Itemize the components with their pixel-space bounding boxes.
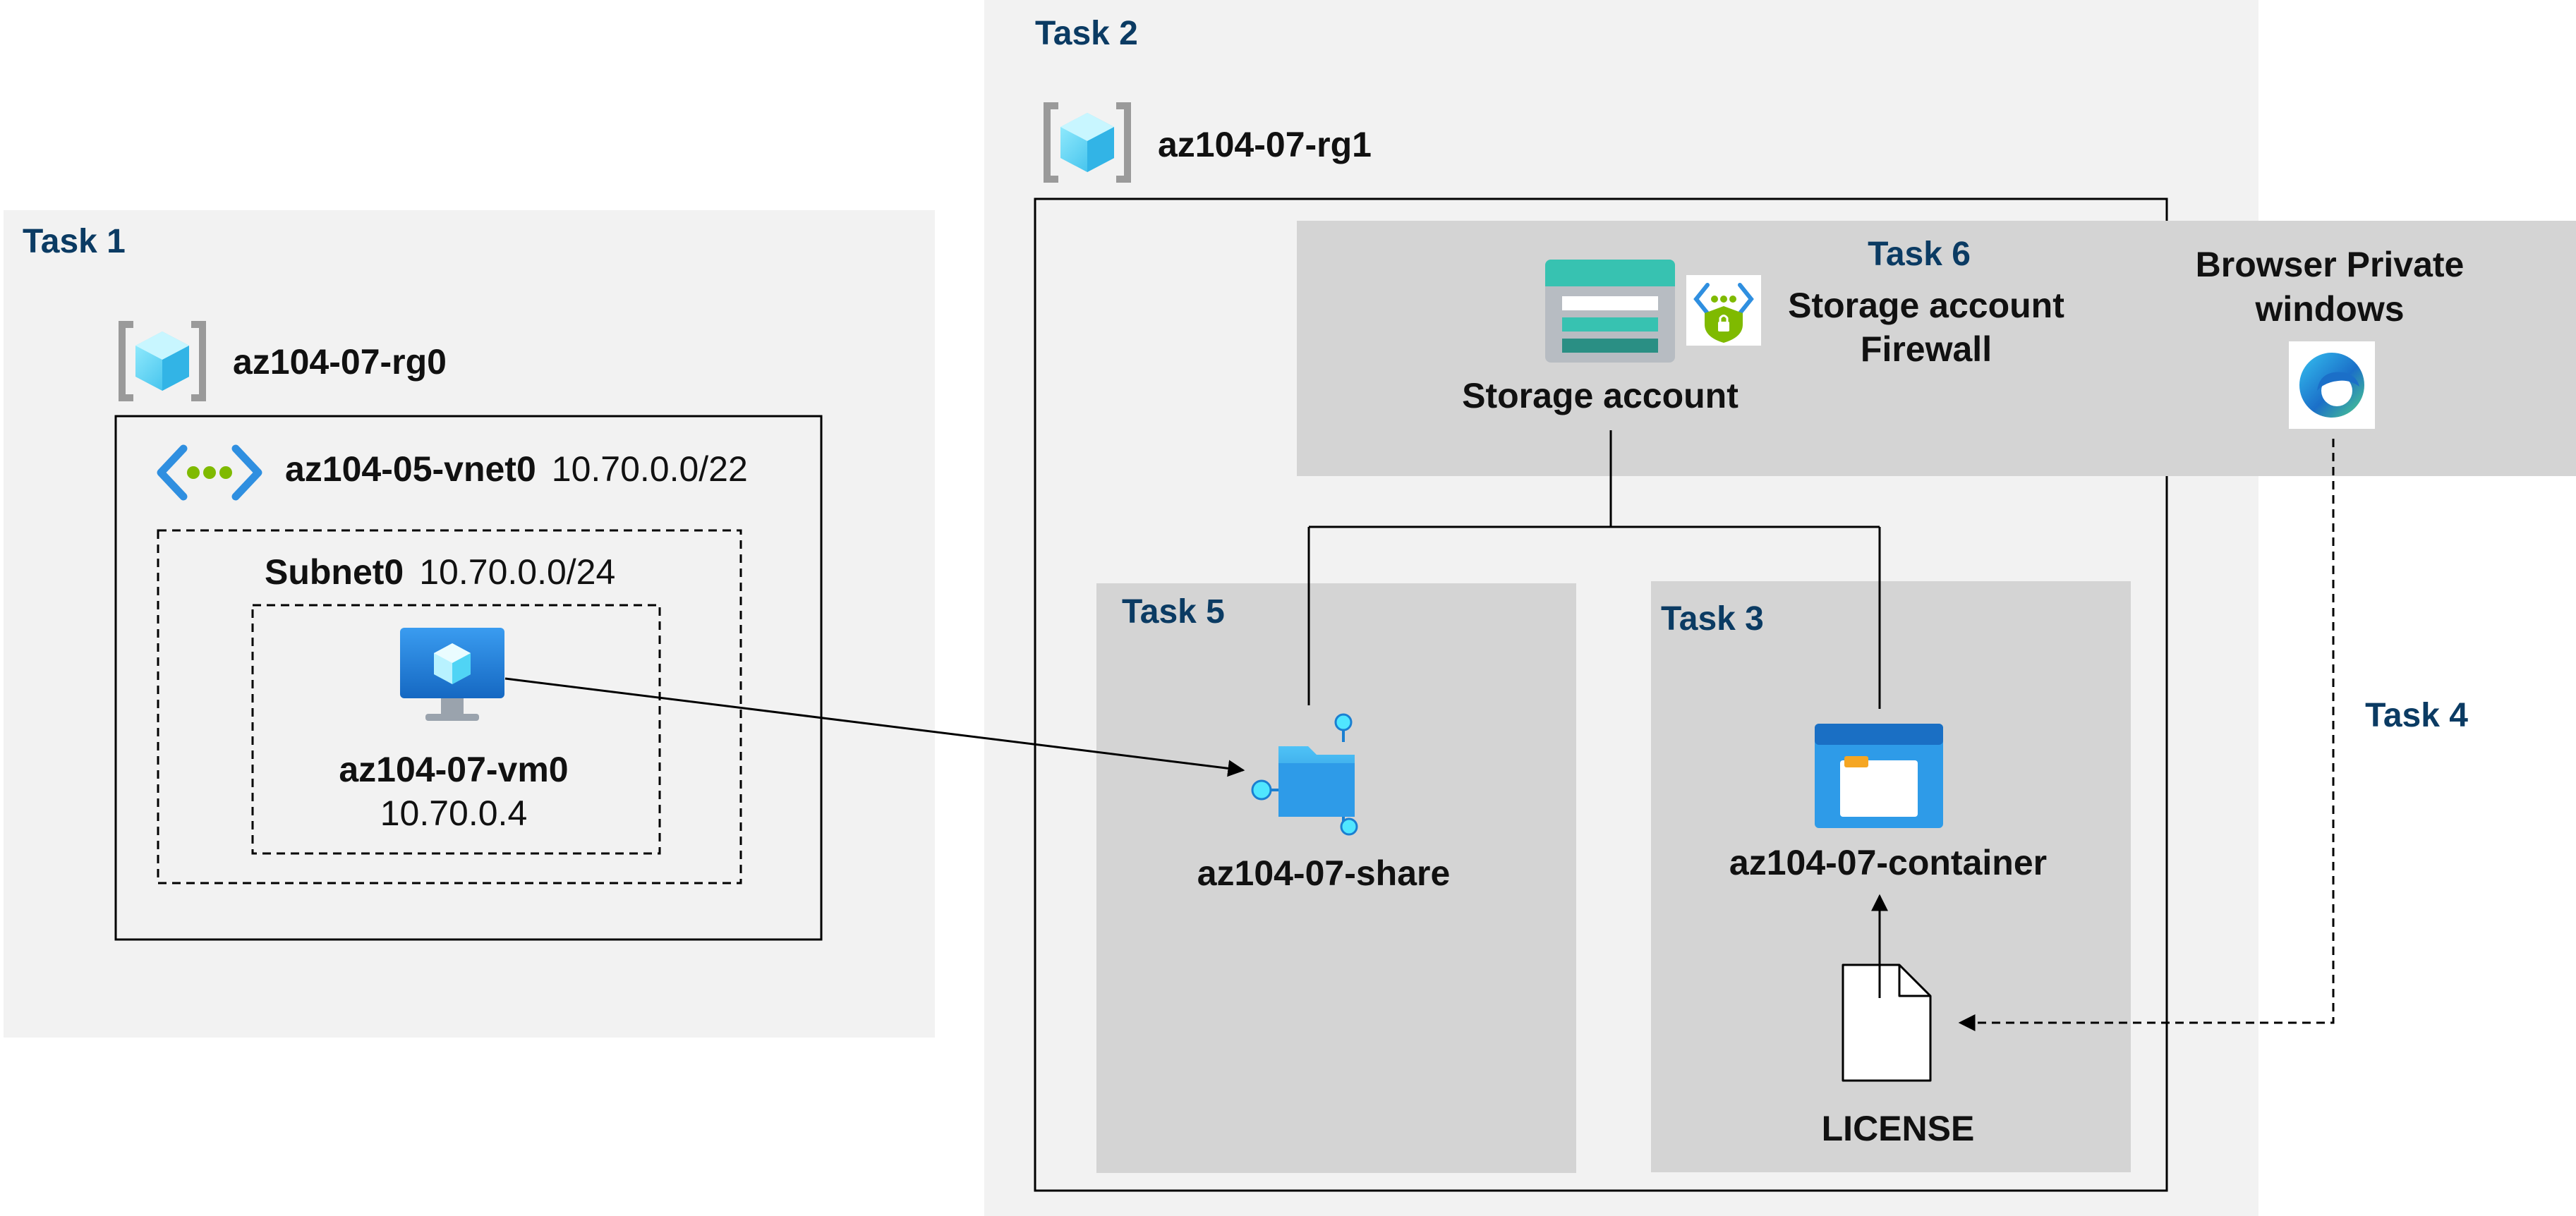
browser-to-license-arrow: [1958, 439, 2335, 1031]
container-name: az104-07-container: [1729, 843, 2047, 882]
vm-ip: 10.70.0.4: [380, 794, 528, 833]
rg0-name: az104-07-rg0: [233, 342, 447, 382]
virtual-network-icon: [157, 444, 262, 501]
storage-name: Storage account: [1462, 376, 1739, 415]
blob-container-icon: [1815, 724, 1943, 828]
connectors: [504, 430, 2335, 1031]
rg1-name: az104-07-rg1: [1158, 125, 1372, 164]
browser-line2: windows: [2254, 289, 2404, 329]
vnet-cidr: 10.70.0.0/22: [552, 449, 748, 489]
task3-panel: Task 3 az104-07-container LICENSE: [1651, 581, 2131, 1172]
browser-line1: Browser Private: [2196, 245, 2465, 284]
rg0-boundary: [114, 415, 823, 941]
resource-group-icon: [1044, 102, 1131, 183]
vm-to-share-arrow: [504, 677, 1245, 777]
subnet-boundary: [157, 529, 742, 884]
task5-label: Task 5: [1122, 593, 1225, 631]
firewall-line2: Firewall: [1861, 329, 1992, 369]
storage-account-icon: [1545, 260, 1675, 363]
firewall-icon: [1686, 275, 1761, 346]
task6-label: Task 6: [1868, 236, 1971, 273]
task1-panel: Task 1 az104-07-rg0 az104-05-vnet0 10.70…: [4, 210, 935, 1038]
document-icon: [1842, 963, 1932, 1082]
firewall-line1: Storage account: [1788, 286, 2064, 325]
edge-browser-icon: [2289, 341, 2375, 429]
resource-group-icon: [119, 321, 206, 401]
vm-boundary: [251, 604, 661, 855]
subnet-cidr: 10.70.0.0/24: [419, 552, 615, 592]
task1-label: Task 1: [23, 223, 126, 260]
share-name: az104-07-share: [1197, 853, 1451, 893]
subnet-name: Subnet0: [265, 552, 404, 592]
vm-name: az104-07-vm0: [339, 750, 568, 789]
virtual-machine-icon: [400, 628, 504, 721]
vnet-name: az104-05-vnet0: [285, 449, 536, 489]
task6-panel: Task 6 Storage account Storage account F…: [1297, 221, 2576, 476]
task5-panel: Task 5 az104-07-share: [1096, 583, 1576, 1173]
rg1-boundary: [1034, 197, 2168, 1192]
task2-label: Task 2: [1035, 15, 1138, 52]
subnet-label: Subnet0 10.70.0.0/24: [265, 552, 615, 592]
task3-label: Task 3: [1661, 600, 1764, 638]
task4-label: Task 4: [2365, 697, 2468, 734]
file-share-icon: [1251, 713, 1358, 836]
vnet-label: az104-05-vnet0 10.70.0.0/22: [285, 449, 748, 489]
license-name: LICENSE: [1822, 1109, 1975, 1148]
